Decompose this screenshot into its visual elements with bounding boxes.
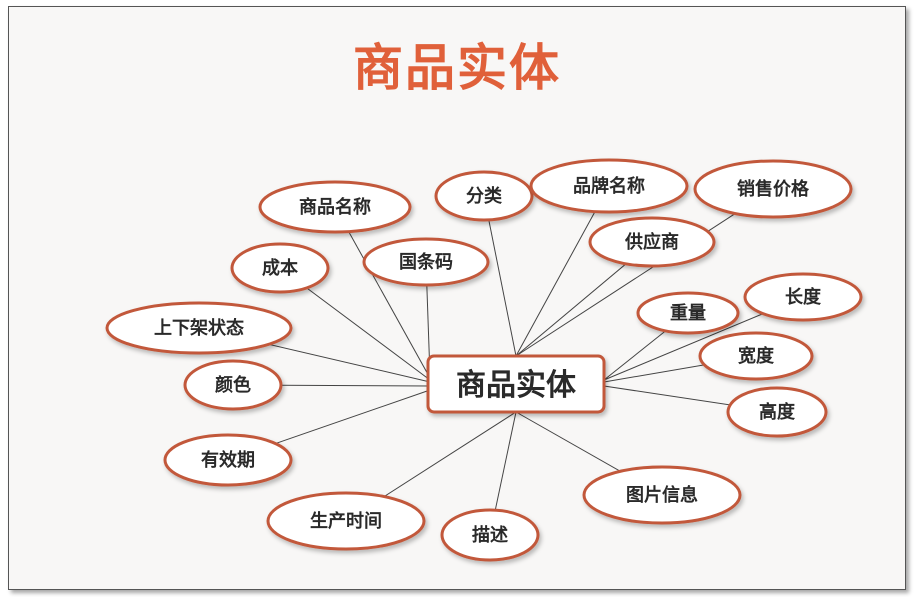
attribute-label-status: 上下架状态 — [154, 317, 244, 339]
attribute-ellipse — [258, 180, 412, 234]
attribute-label-height: 高度 — [759, 401, 796, 423]
attribute-node-brand: 品牌名称 — [529, 158, 689, 214]
center-label: 商品实体 — [456, 368, 577, 403]
attribute-label-length: 长度 — [785, 286, 822, 308]
attribute-node-cost: 成本 — [230, 242, 330, 294]
attribute-ellipse — [529, 158, 689, 214]
attribute-ellipse — [183, 359, 283, 411]
attribute-label-desc: 描述 — [472, 524, 508, 546]
attribute-label-name: 商品名称 — [299, 196, 371, 218]
attribute-label-width: 宽度 — [738, 345, 775, 367]
attribute-ellipse — [636, 291, 740, 335]
connector-price — [515, 188, 774, 357]
attribute-node-expiry: 有效期 — [163, 433, 293, 487]
attribute-node-category: 分类 — [434, 170, 534, 222]
attribute-ellipse — [693, 159, 853, 219]
attribute-node-status: 上下架状态 — [105, 301, 293, 355]
connector-category — [483, 195, 517, 357]
attribute-ellipse — [230, 242, 330, 294]
attribute-node-color: 颜色 — [183, 359, 283, 411]
attribute-node-name: 商品名称 — [258, 180, 412, 234]
attribute-ellipse — [266, 491, 426, 551]
attribute-ellipse — [440, 508, 540, 562]
attribute-ellipse — [362, 237, 490, 287]
attribute-label-barcode: 国条码 — [399, 251, 453, 273]
attribute-label-color: 颜色 — [215, 374, 251, 396]
attribute-label-time: 生产时间 — [310, 510, 382, 532]
attribute-node-image: 图片信息 — [582, 465, 742, 525]
attribute-node-barcode: 国条码 — [362, 237, 490, 287]
attribute-label-category: 分类 — [466, 185, 503, 207]
attribute-label-price: 销售价格 — [737, 178, 810, 200]
attribute-node-supplier: 供应商 — [588, 216, 716, 268]
attribute-node-time: 生产时间 — [266, 491, 426, 551]
attribute-ellipse — [582, 465, 742, 525]
attribute-node-weight: 重量 — [636, 291, 740, 335]
attribute-node-desc: 描述 — [440, 508, 540, 562]
attribute-label-expiry: 有效期 — [201, 449, 255, 471]
attribute-ellipse — [698, 331, 814, 381]
attribute-node-price: 销售价格 — [693, 159, 853, 219]
attribute-label-image: 图片信息 — [626, 484, 698, 506]
attribute-ellipse — [105, 301, 293, 355]
attribute-label-supplier: 供应商 — [624, 231, 679, 253]
attribute-ellipse — [434, 170, 534, 222]
attribute-label-weight: 重量 — [670, 302, 706, 324]
center-node: 商品实体 — [426, 354, 606, 414]
attribute-ellipse — [726, 386, 828, 438]
attribute-node-height: 高度 — [726, 386, 828, 438]
page-title: 商品实体 — [353, 39, 561, 97]
attribute-node-length: 长度 — [743, 272, 863, 322]
attribute-ellipse — [588, 216, 716, 268]
attribute-node-width: 宽度 — [698, 331, 814, 381]
attribute-label-brand: 品牌名称 — [573, 175, 645, 197]
attribute-ellipse — [743, 272, 863, 322]
attribute-label-cost: 成本 — [262, 257, 298, 279]
connector-name — [334, 206, 431, 379]
attribute-ellipse — [163, 433, 293, 487]
connector-brand — [515, 185, 610, 357]
center-box — [426, 354, 606, 414]
